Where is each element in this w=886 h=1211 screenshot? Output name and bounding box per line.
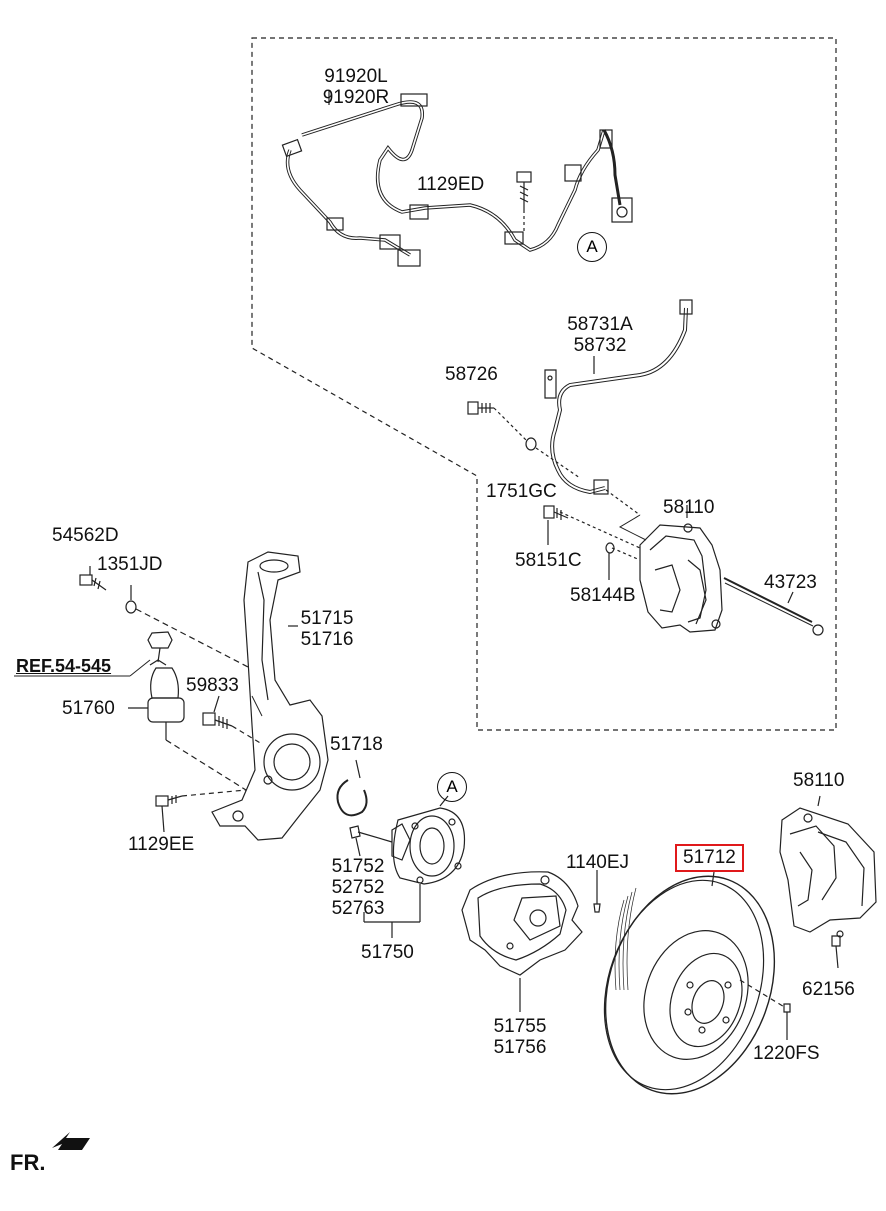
label-51712-highlighted: 51712 xyxy=(675,844,744,872)
part-91920r: 91920R xyxy=(322,87,390,108)
part-58731a: 58731A xyxy=(567,314,633,335)
front-direction-label: FR. xyxy=(10,1150,46,1175)
bolt-1129ed xyxy=(516,171,532,234)
brake-caliper-bottom xyxy=(779,795,877,938)
part-91920l: 91920L xyxy=(324,66,388,87)
ball-joint-51760 xyxy=(128,667,247,791)
label-58144b: 58144B xyxy=(570,585,636,606)
dust-shield xyxy=(461,871,583,1012)
label-1351jd: 1351JD xyxy=(97,554,163,575)
label-1129ee: 1129EE xyxy=(128,834,195,855)
guide-pin-43723 xyxy=(723,577,824,636)
label-43723: 43723 xyxy=(764,572,817,593)
brake-hose xyxy=(544,299,693,495)
screw-1140ej xyxy=(593,870,601,913)
label-51750: 51750 xyxy=(361,942,414,963)
label-62156: 62156 xyxy=(802,979,855,1000)
part-58732: 58732 xyxy=(573,335,627,356)
label-51760: 51760 xyxy=(62,698,115,719)
wheel-speed-sensor-harness xyxy=(281,90,633,267)
hub-bolt xyxy=(349,825,393,857)
bolt-62156 xyxy=(831,935,841,969)
part-52763: 52763 xyxy=(331,898,385,919)
callout-a-top: A xyxy=(577,232,607,262)
bolt-58151c xyxy=(543,505,569,545)
bolt-1220fs xyxy=(739,979,791,1040)
label-91920: 91920L 91920R xyxy=(312,66,400,108)
part-51716: 51716 xyxy=(300,629,354,650)
bracket-51750 xyxy=(363,884,421,938)
snap-ring-51718 xyxy=(336,759,368,817)
label-58726: 58726 xyxy=(445,364,498,385)
hub-bearing xyxy=(391,795,466,885)
steering-knuckle xyxy=(211,551,329,841)
part-51715: 51715 xyxy=(300,608,354,629)
brake-disc xyxy=(603,871,776,1095)
label-54562d: 54562D xyxy=(52,525,119,546)
part-51756: 51756 xyxy=(493,1037,547,1058)
label-51755: 51755 51756 xyxy=(488,1016,552,1058)
part-51752: 51752 xyxy=(331,856,385,877)
label-58110-top: 58110 xyxy=(663,497,715,518)
label-1751gc: 1751GC xyxy=(486,481,557,502)
front-arrow-icon xyxy=(52,1132,90,1150)
label-51752: 51752 52752 52763 xyxy=(326,856,390,919)
bolt-1129ee xyxy=(155,789,247,833)
banjo-bolt-58726 xyxy=(467,401,647,541)
washer-1351jd xyxy=(125,585,251,669)
nut xyxy=(147,631,173,666)
label-1129ed: 1129ED xyxy=(417,174,485,195)
label-1220fs: 1220FS xyxy=(753,1043,820,1064)
callout-a-bottom: A xyxy=(437,772,467,802)
bolt-59833 xyxy=(202,695,263,745)
label-51718: 51718 xyxy=(330,734,383,755)
label-58110-bottom: 58110 xyxy=(793,770,845,791)
label-59833: 59833 xyxy=(186,675,239,696)
part-52752: 52752 xyxy=(331,877,385,898)
reference-link[interactable]: REF.54-545 xyxy=(16,656,112,676)
label-1140ej: 1140EJ xyxy=(566,852,630,873)
brake-caliper-top xyxy=(559,505,723,633)
washer-58144b xyxy=(605,542,615,580)
label-58731: 58731A 58732 xyxy=(555,314,645,356)
part-51755: 51755 xyxy=(493,1016,547,1037)
label-51715: 51715 51716 xyxy=(296,608,358,650)
bolt-54562d xyxy=(79,566,107,591)
label-58151c: 58151C xyxy=(515,550,582,571)
